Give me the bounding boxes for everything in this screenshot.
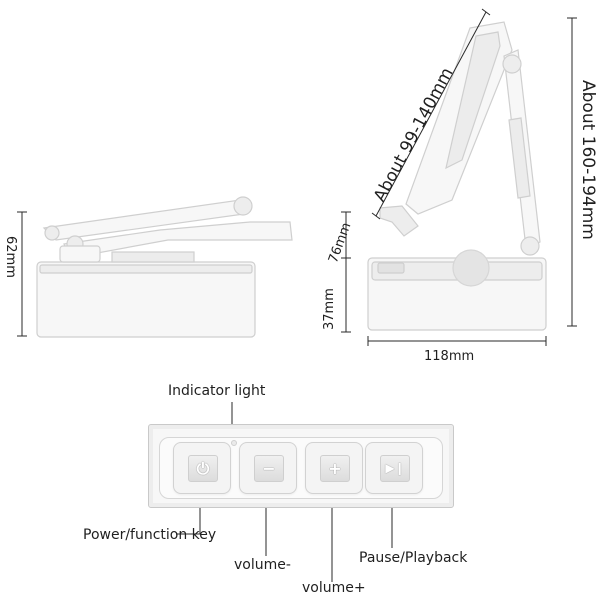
folded-stand-illustration (36, 196, 293, 338)
minus-icon: − (254, 455, 284, 482)
button-panel: ⏻ − + ▶❙ (148, 424, 454, 508)
dim-base-height: 37mm (322, 288, 337, 330)
dim-left-height: 62mm (3, 236, 18, 278)
volume-down-button[interactable]: − (239, 442, 297, 494)
callout-pause-playback: Pause/Playback (359, 550, 468, 566)
callout-power-key: Power/function key (83, 527, 217, 543)
power-button[interactable]: ⏻ (173, 442, 231, 494)
callout-volume-down: volume- (234, 557, 291, 573)
indicator-light (231, 440, 237, 446)
dim-base-width: 118mm (424, 349, 475, 364)
play-pause-icon: ▶❙ (380, 455, 410, 482)
callout-indicator-light: Indicator light (168, 383, 266, 399)
plus-icon: + (320, 455, 350, 482)
callout-volume-up: volume+ (302, 580, 366, 596)
volume-up-button[interactable]: + (305, 442, 363, 494)
pause-playback-button[interactable]: ▶❙ (365, 442, 423, 494)
power-icon: ⏻ (188, 455, 218, 482)
dim-total-height: About 160-194mm (578, 80, 598, 240)
raised-stand-illustration (367, 21, 547, 331)
dimension-lines (17, 8, 577, 346)
